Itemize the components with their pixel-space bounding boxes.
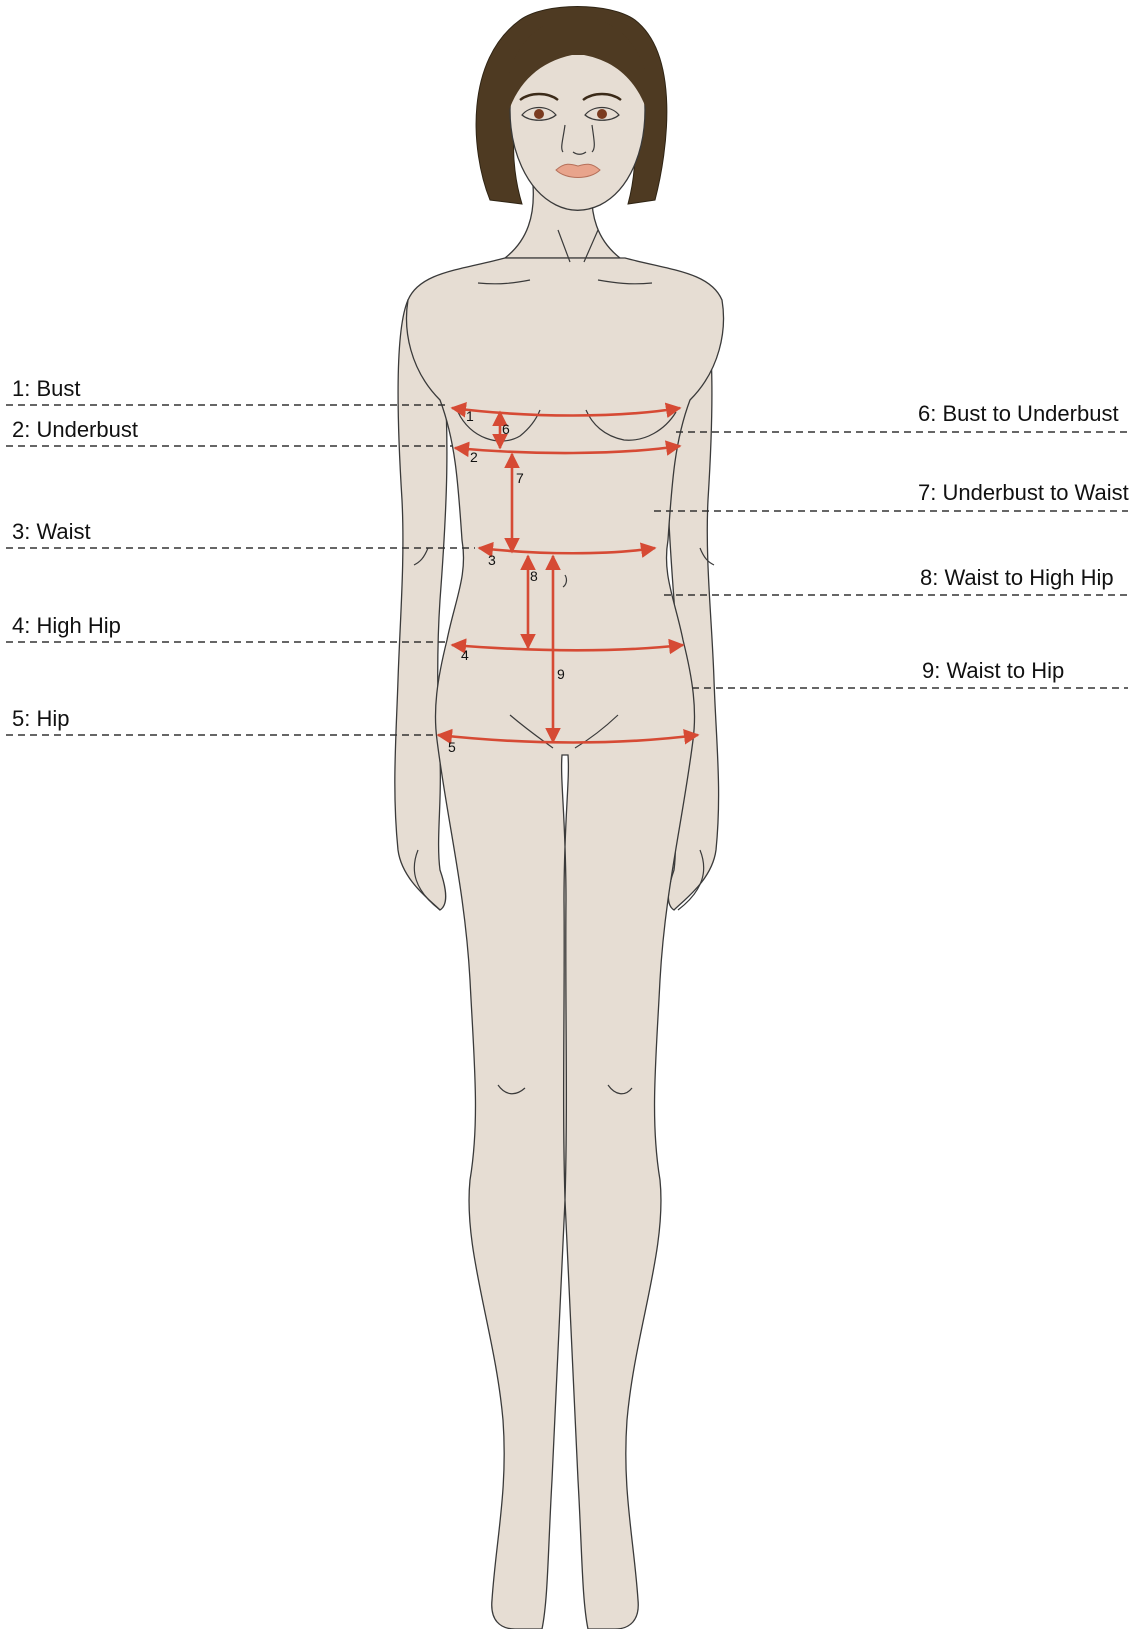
label-underbust: 2: Underbust [12, 417, 138, 442]
label-waist-to-hip: 9: Waist to Hip [922, 658, 1064, 683]
marker-1: 1 [466, 408, 474, 424]
marker-2: 2 [470, 449, 478, 465]
marker-5: 5 [448, 739, 456, 755]
label-bust: 1: Bust [12, 376, 80, 401]
label-hip: 5: Hip [12, 706, 69, 731]
label-waist: 3: Waist [12, 519, 91, 544]
figure [395, 7, 724, 1629]
marker-6: 6 [502, 421, 510, 437]
label-high-hip: 4: High Hip [12, 613, 121, 638]
label-underbust-to-waist: 7: Underbust to Waist [918, 480, 1129, 505]
label-bust-to-underbust: 6: Bust to Underbust [918, 401, 1119, 426]
label-waist-to-high-hip: 8: Waist to High Hip [920, 565, 1114, 590]
marker-7: 7 [516, 470, 524, 486]
marker-3: 3 [488, 552, 496, 568]
marker-9: 9 [557, 666, 565, 682]
marker-8: 8 [530, 568, 538, 584]
marker-4: 4 [461, 647, 469, 663]
